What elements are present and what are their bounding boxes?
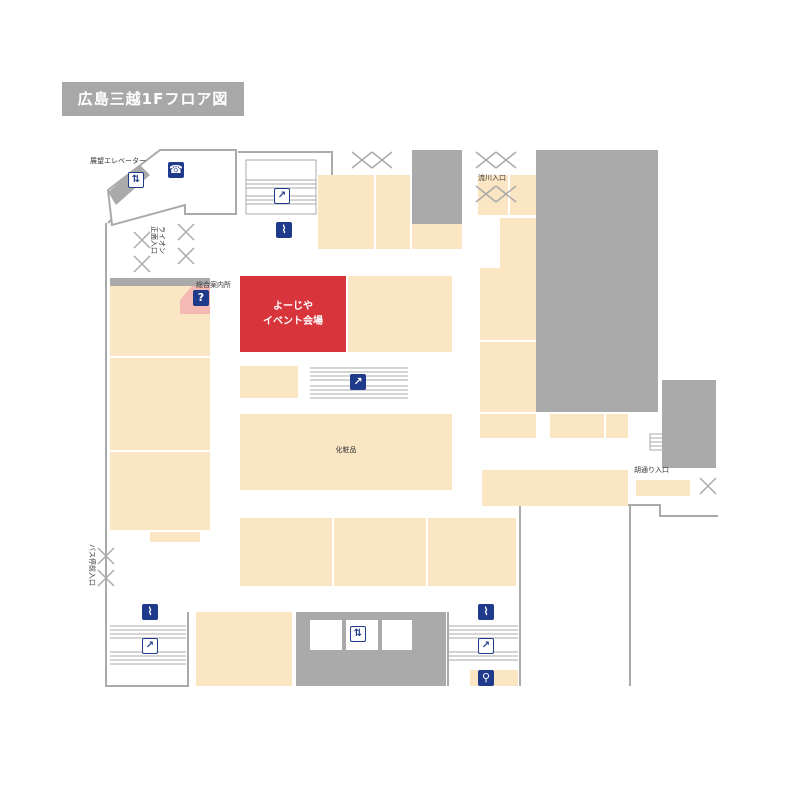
- observation-elevator-label: 展望エレベーター: [90, 156, 146, 165]
- escalator-center-icon: ↗: [350, 374, 366, 390]
- bus-entrance-label: バス停前入口: [88, 544, 97, 586]
- escalator-right-icon: ↗: [478, 638, 494, 654]
- bottom-left-stairs: [110, 625, 186, 665]
- restroom-icon: ⚲: [478, 670, 494, 686]
- emergency-exit-right-icon: ⌇: [478, 604, 494, 620]
- elevator-icon: ⇅: [350, 626, 366, 642]
- nagarekawa-entrance-label: 流川入口: [478, 173, 506, 182]
- upper-escalator: [245, 159, 317, 215]
- info-icon[interactable]: ?: [193, 290, 209, 306]
- event-label-brand: よーじや: [273, 300, 313, 312]
- event-area[interactable]: [240, 276, 346, 352]
- shop-areas: [110, 175, 690, 686]
- bottom-right-stairs: [448, 625, 518, 661]
- cosmetics-label: 化粧品: [336, 445, 357, 454]
- information-center-label: 総合案内所: [196, 280, 231, 289]
- floor-map-title: 広島三越1Fフロア図: [62, 82, 244, 116]
- door-symbols: [97, 151, 717, 587]
- emergency-exit-upper-icon: ⌇: [276, 222, 292, 238]
- phone-icon: ☎: [168, 162, 184, 178]
- emergency-exit-left-icon: ⌇: [142, 604, 158, 620]
- lion-entrance-label-2: 正面入口: [150, 226, 158, 254]
- asamichi-entrance-label: 胡通り入口: [634, 465, 669, 474]
- observation-elevator-icon: ⇅: [128, 172, 144, 188]
- escalator-upper-icon: ↗: [274, 188, 290, 204]
- escalator-left-icon: ↗: [142, 638, 158, 654]
- right-stairs: [649, 433, 677, 451]
- lion-entrance-label-1: ライオン: [158, 226, 166, 254]
- event-label-venue: イベント会場: [263, 314, 323, 327]
- center-escalator: [310, 367, 408, 399]
